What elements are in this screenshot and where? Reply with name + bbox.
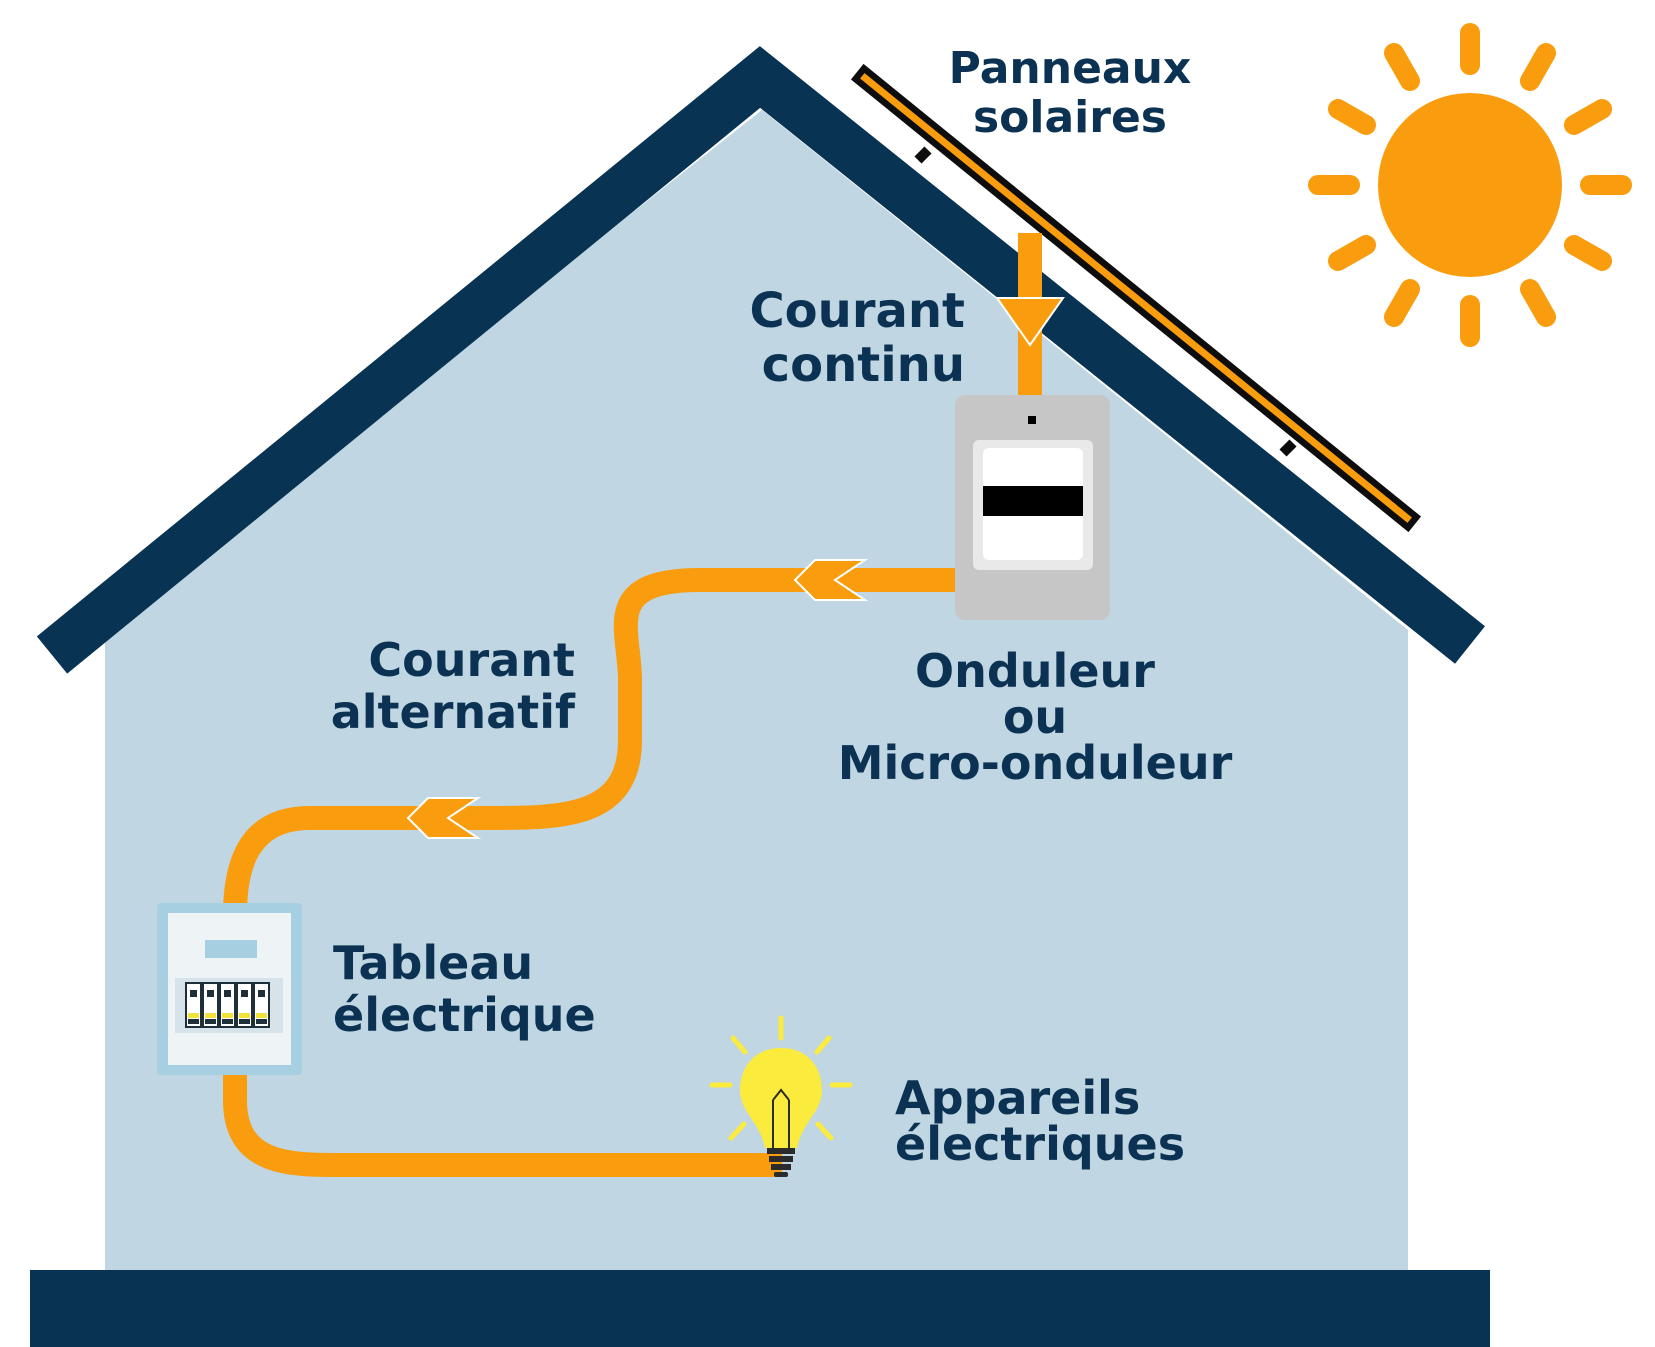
label-appareils-electriques: Appareils électriques <box>895 1071 1186 1171</box>
sun-icon <box>1308 23 1632 347</box>
dc-current-flow <box>995 233 1065 400</box>
label-courant-alternatif: Courant alternatif <box>330 633 575 739</box>
label-courant-continu: Courant continu <box>749 283 965 393</box>
ac-arrow-lower <box>406 797 482 839</box>
ac-arrow-upper <box>793 559 869 601</box>
inverter-icon <box>955 395 1110 620</box>
ac-current-flow <box>223 559 955 1177</box>
electrical-panel-icon <box>157 903 302 1075</box>
ground-bar <box>30 1270 1490 1347</box>
light-bulb-icon <box>709 1015 853 1177</box>
label-panneaux-solaires: Panneaux solaires <box>948 43 1192 144</box>
roof <box>36 46 1485 674</box>
label-tableau-electrique: Tableau électrique <box>333 936 596 1042</box>
label-onduleur: Onduleur ou Micro-onduleur <box>837 644 1233 790</box>
dc-arrow <box>995 297 1065 347</box>
solar-panel-icon <box>850 63 1422 533</box>
